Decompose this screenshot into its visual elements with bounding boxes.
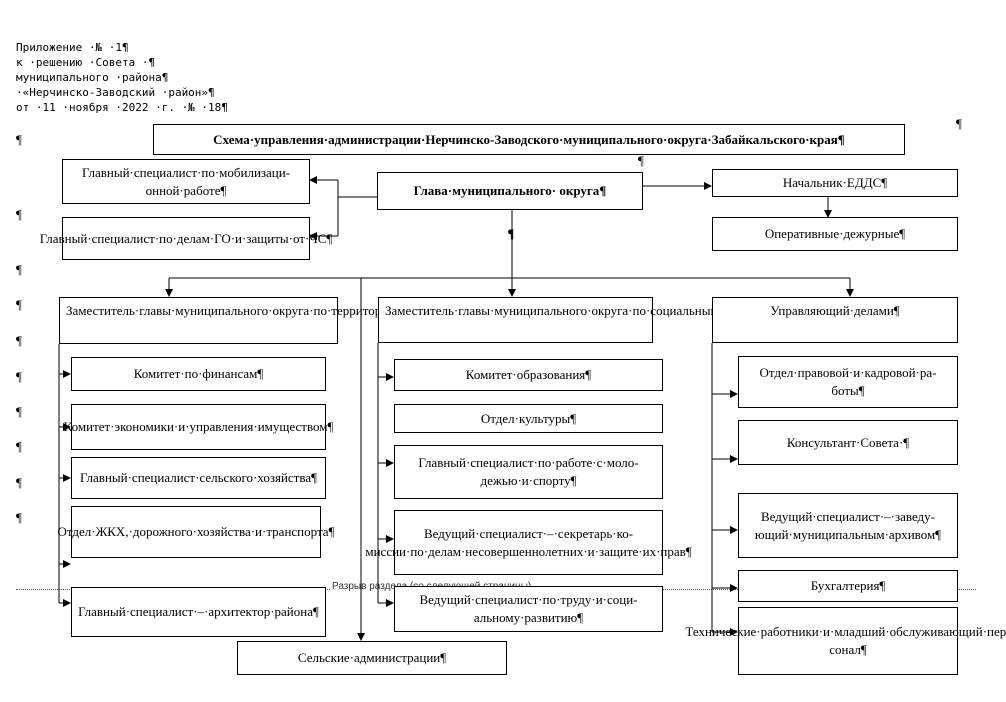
architect-box: Главный·специалист·–·архитектор·района¶ (71, 587, 326, 637)
youth-sports-specialist-box: Главный·специалист·по·работе·с·моло-дежь… (394, 445, 663, 499)
header-line: к ·решению ·Совета ·¶ (16, 56, 156, 69)
edds-head-box: Начальник·ЕДДС¶ (712, 169, 958, 197)
chief-of-staff-box: Управляющий·делами¶ (712, 297, 958, 343)
paragraph-mark: ¶ (16, 404, 22, 419)
archive-specialist-box: Ведущий·специалист·–·заведу-ющий·муницип… (738, 493, 958, 558)
paragraph-mark: ¶ (956, 116, 962, 131)
juvenile-commission-box: Ведущий·специалист·–·секретарь·ко-миссии… (365, 510, 692, 575)
economy-committee-box: Комитет·экономики·и·управления·имущество… (64, 404, 333, 450)
paragraph-mark: ¶ (16, 262, 22, 277)
paragraph-mark: ¶ (16, 132, 22, 147)
mobilization-specialist-box: Главный·специалист·по·мобилизаци-онной·р… (62, 159, 310, 204)
appendix-header: Приложение ·№ ·1¶ к ·решению ·Совета ·¶ му… (16, 40, 228, 115)
deputy-territorial-box: Заместитель·главы·муниципального·округа·… (59, 297, 498, 344)
paragraph-mark: ¶ (508, 226, 514, 241)
duty-officers-box: Оперативные·дежурные¶ (712, 217, 958, 251)
civil-defense-specialist-box: Главный·специалист·по·делам·ГО·и·защиты·… (40, 217, 332, 260)
technical-staff-box: Технические·работники·и·младший·обслужив… (685, 607, 1006, 675)
paragraph-mark: ¶ (16, 297, 22, 312)
header-line: Приложение ·№ ·1¶ (16, 41, 129, 54)
paragraph-mark: ¶ (16, 475, 22, 490)
housing-roads-department-box: Отдел·ЖКХ,·дорожного·хозяйства·и·транспо… (58, 506, 334, 558)
paragraph-mark: ¶ (16, 207, 22, 222)
education-committee-box: Комитет·образования¶ (394, 359, 663, 391)
council-consultant-box: Консультант·Совета·¶ (738, 420, 958, 465)
culture-department-box: Отдел·культуры¶ (394, 404, 663, 433)
head-of-district-box: Глава·муниципального· округа¶ (377, 172, 643, 210)
header-line: муниципального ·района¶ (16, 71, 169, 84)
paragraph-mark: ¶ (16, 510, 22, 525)
agriculture-specialist-box: Главный·специалист·сельского·хозяйства¶ (71, 457, 326, 499)
labor-specialist-box: Ведущий·специалист·по·труду·и·соци-ально… (394, 586, 663, 632)
paragraph-mark: ¶ (638, 153, 644, 168)
scheme-title: Схема·управления·администрации·Нерчинско… (153, 124, 905, 155)
legal-hr-department-box: Отдел·правовой·и·кадровой·ра-боты¶ (738, 356, 958, 408)
paragraph-mark: ¶ (16, 333, 22, 348)
finance-committee-box: Комитет·по·финансам¶ (71, 357, 326, 391)
rural-administrations-box: Сельские·администрации¶ (237, 641, 507, 675)
paragraph-mark: ¶ (16, 439, 22, 454)
header-line: от ·11 ·ноября ·2022 ·г. ·№ ·18¶ (16, 101, 228, 114)
deputy-social-box: Заместитель·главы·муниципального·округа·… (378, 297, 782, 343)
header-line: ·«Нерчинско-Заводский ·район»¶ (16, 86, 215, 99)
accounting-box: Бухгалтерия¶ (738, 570, 958, 602)
paragraph-mark: ¶ (16, 369, 22, 384)
